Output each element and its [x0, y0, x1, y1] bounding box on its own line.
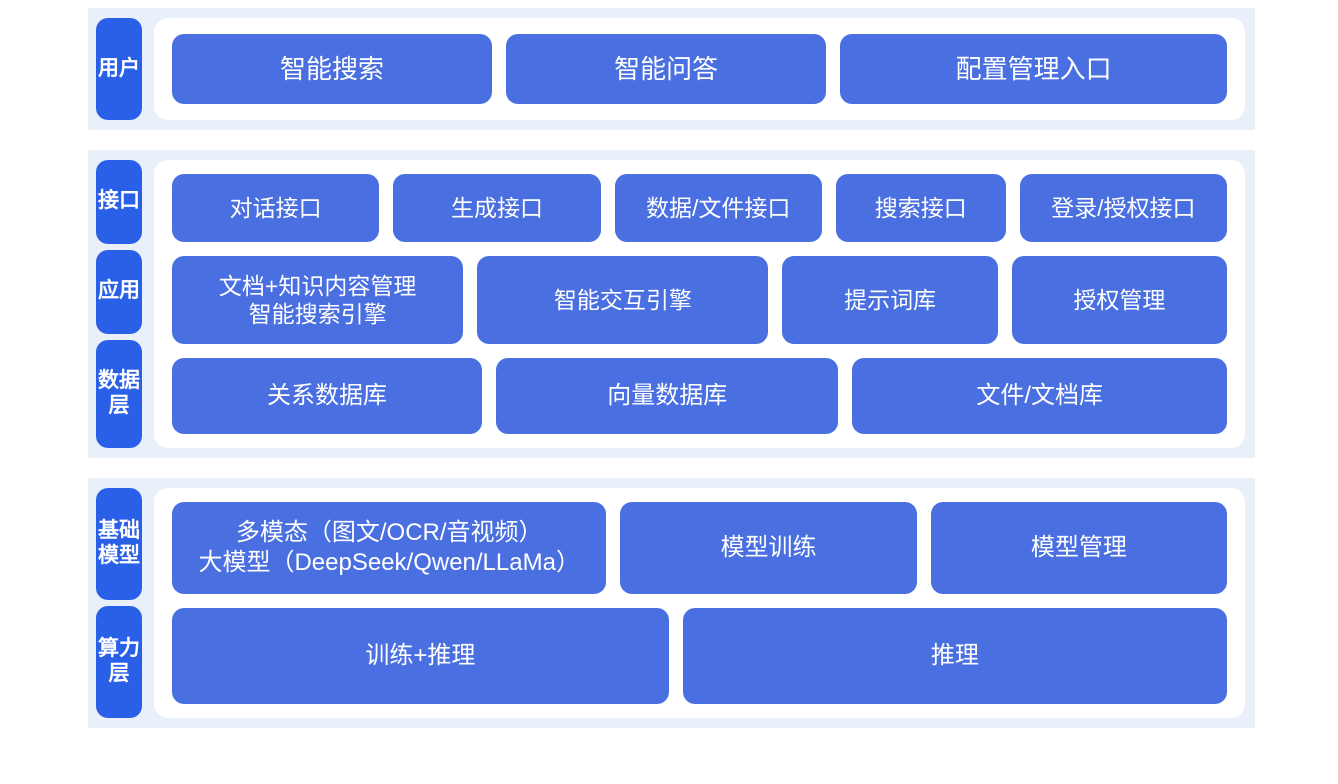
box-inference[interactable]: 推理: [682, 608, 1227, 704]
box-intelligent-search[interactable]: 智能搜索: [172, 34, 493, 104]
chip-column-middle: 接口 应用 数据层: [88, 150, 150, 458]
box-login-auth-api[interactable]: 登录/授权接口: [1019, 174, 1228, 242]
box-training-plus-inference[interactable]: 训练+推理: [172, 608, 669, 704]
box-config-management-entry[interactable]: 配置管理入口: [840, 34, 1228, 104]
box-file-document-store[interactable]: 文件/文档库: [852, 358, 1227, 434]
layer-chip-user[interactable]: 用户: [96, 18, 142, 120]
box-model-management[interactable]: 模型管理: [930, 502, 1227, 594]
box-intelligent-qa[interactable]: 智能问答: [506, 34, 827, 104]
chip-column-base: 基础模型 算力层: [88, 478, 150, 728]
row-user-entries: 智能搜索 智能问答 配置管理入口: [172, 34, 1228, 104]
layer-chip-foundation-model[interactable]: 基础模型: [96, 488, 142, 600]
box-intelligent-interaction-engine[interactable]: 智能交互引擎: [477, 256, 769, 344]
row-compute: 训练+推理 推理: [172, 608, 1227, 704]
section-base: 基础模型 算力层 多模态（图文/OCR/音视频） 大模型（DeepSeek/Qw…: [88, 478, 1255, 728]
box-model-training[interactable]: 模型训练: [620, 502, 917, 594]
row-application: 文档+知识内容管理 智能搜索引擎 智能交互引擎 提示词库 授权管理: [172, 256, 1227, 344]
box-authorization-management[interactable]: 授权管理: [1011, 256, 1227, 344]
row-interface: 对话接口 生成接口 数据/文件接口 搜索接口 登录/授权接口: [172, 174, 1228, 242]
box-search-api[interactable]: 搜索接口: [835, 174, 1006, 242]
box-prompt-library[interactable]: 提示词库: [782, 256, 998, 344]
layer-chip-application[interactable]: 应用: [96, 249, 142, 334]
box-doc-knowledge-management[interactable]: 文档+知识内容管理 智能搜索引擎: [172, 256, 464, 344]
row-data-layer: 关系数据库 向量数据库 文件/文档库: [172, 358, 1227, 434]
layer-chip-compute[interactable]: 算力层: [96, 606, 142, 718]
section-middle: 接口 应用 数据层 对话接口 生成接口 数据/文件接口 搜索接口 登录/授权接口…: [88, 150, 1255, 458]
card-base: 多模态（图文/OCR/音视频） 大模型（DeepSeek/Qwen/LLaMa）…: [154, 488, 1245, 718]
chip-column-user: 用户: [88, 8, 150, 130]
card-middle: 对话接口 生成接口 数据/文件接口 搜索接口 登录/授权接口 文档+知识内容管理…: [154, 160, 1245, 448]
box-vector-database[interactable]: 向量数据库: [496, 358, 839, 434]
box-dialog-api[interactable]: 对话接口: [172, 174, 380, 242]
box-multimodal-large-model[interactable]: 多模态（图文/OCR/音视频） 大模型（DeepSeek/Qwen/LLaMa）: [172, 502, 607, 594]
box-data-file-api[interactable]: 数据/文件接口: [614, 174, 822, 242]
layer-chip-interface[interactable]: 接口: [96, 160, 142, 244]
row-model: 多模态（图文/OCR/音视频） 大模型（DeepSeek/Qwen/LLaMa）…: [172, 502, 1227, 594]
section-user: 用户 智能搜索 智能问答 配置管理入口: [88, 8, 1255, 130]
layer-chip-data[interactable]: 数据层: [96, 339, 142, 449]
box-relational-database[interactable]: 关系数据库: [172, 358, 483, 434]
card-user: 智能搜索 智能问答 配置管理入口: [154, 18, 1245, 120]
box-generation-api[interactable]: 生成接口: [393, 174, 601, 242]
